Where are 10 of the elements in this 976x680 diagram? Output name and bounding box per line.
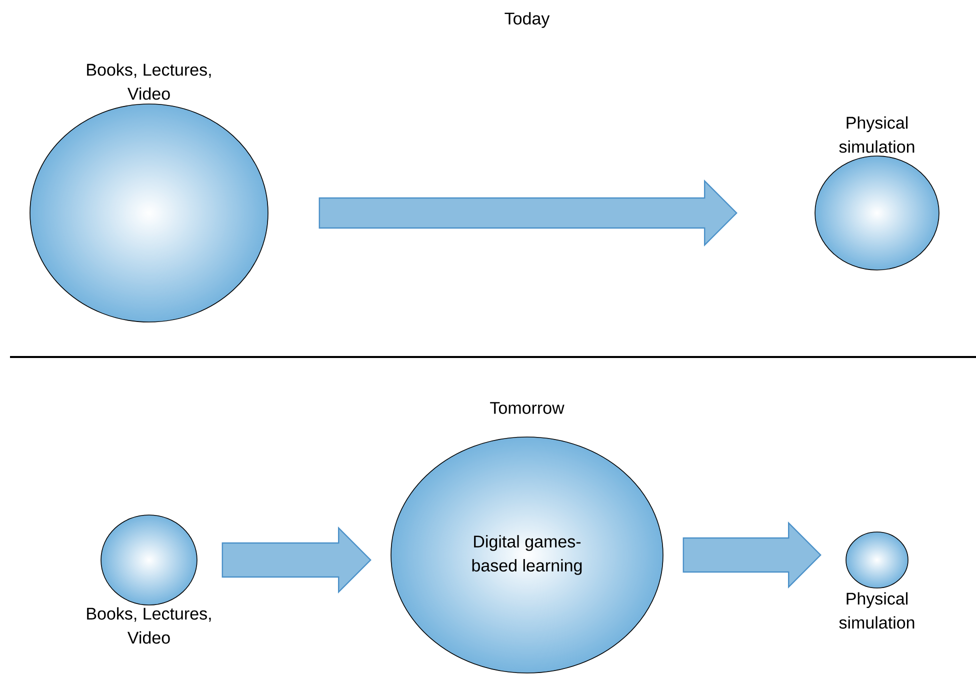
section-title: Today <box>504 12 550 28</box>
bubble-label: Books, Lectures, Video <box>87 63 211 100</box>
section-title: Tomorrow <box>490 402 564 414</box>
block-arrow <box>682 522 822 588</box>
bubble: Digital games-based learning <box>390 436 664 674</box>
bubble-label: Physical simulation <box>839 592 914 629</box>
bubble-label: Physical simulation <box>839 116 914 153</box>
block-arrow <box>222 526 372 594</box>
block-arrow <box>318 180 738 246</box>
bubble-label: Books, Lectures, Video <box>87 607 211 644</box>
